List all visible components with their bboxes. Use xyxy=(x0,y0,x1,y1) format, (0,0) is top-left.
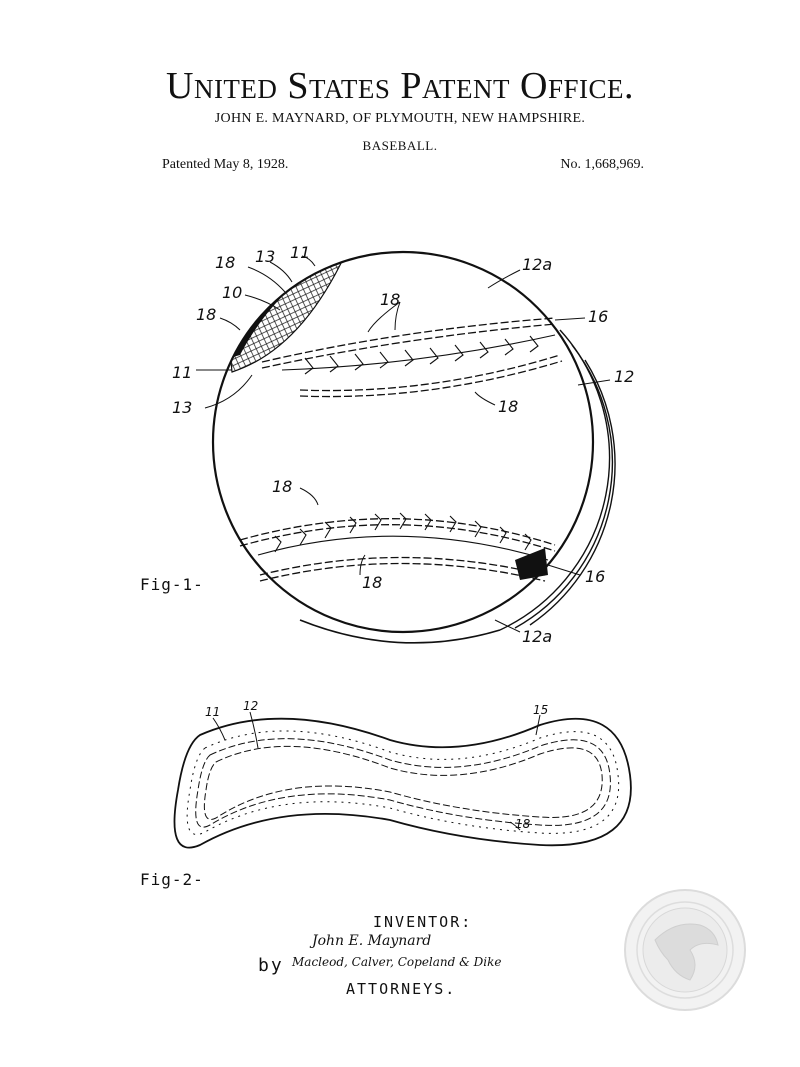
ref-fig2-18: 18 xyxy=(515,817,531,831)
patent-subject: BASEBALL. xyxy=(362,138,438,153)
fig2-label: Fig-2- xyxy=(140,870,204,889)
inventor-label: INVENTOR: xyxy=(373,913,473,931)
ref-16a: 16 xyxy=(588,307,608,326)
ref-16b: 16 xyxy=(585,567,605,586)
ref-18f: 18 xyxy=(362,573,382,592)
ref-13a: 13 xyxy=(255,247,275,266)
ref-18d: 18 xyxy=(498,397,518,416)
ref-13b: 13 xyxy=(172,398,192,417)
ref-12a-top: 12a xyxy=(522,255,552,274)
attorneys-label: ATTORNEYS. xyxy=(346,980,457,998)
ref-10: 10 xyxy=(222,283,242,302)
ref-18e: 18 xyxy=(272,477,292,496)
patented-date: Patented May 8, 1928. xyxy=(162,157,289,172)
ref-18c: 18 xyxy=(380,290,400,309)
by-label: by xyxy=(258,955,284,976)
attorneys-signature: Macleod, Calver, Copeland & Dike xyxy=(292,955,502,969)
inventor-line: JOHN E. MAYNARD, OF PLYMOUTH, NEW HAMPSH… xyxy=(214,111,586,126)
ref-12: 12 xyxy=(614,367,634,386)
ref-fig2-11: 11 xyxy=(205,705,220,719)
ref-11b: 11 xyxy=(172,363,192,382)
ref-18a: 18 xyxy=(215,253,235,272)
eagle-seal-icon xyxy=(624,889,746,1011)
ref-fig2-12: 12 xyxy=(243,699,258,713)
office-title: United States Patent Office. xyxy=(166,65,634,107)
ref-18b: 18 xyxy=(196,305,216,324)
ref-11a: 11 xyxy=(290,243,310,262)
fig1-label: Fig-1- xyxy=(140,575,204,594)
inventor-signature: John E. Maynard xyxy=(312,933,432,949)
ref-12a-bottom: 12a xyxy=(522,627,552,646)
ref-fig2-15: 15 xyxy=(533,703,548,717)
cover-strip-figure xyxy=(173,711,632,849)
patent-number: No. 1,668,969. xyxy=(560,157,644,172)
baseball-figure: 18 13 11 10 18 11 13 12a 18 16 12 18 18 … xyxy=(172,243,634,646)
